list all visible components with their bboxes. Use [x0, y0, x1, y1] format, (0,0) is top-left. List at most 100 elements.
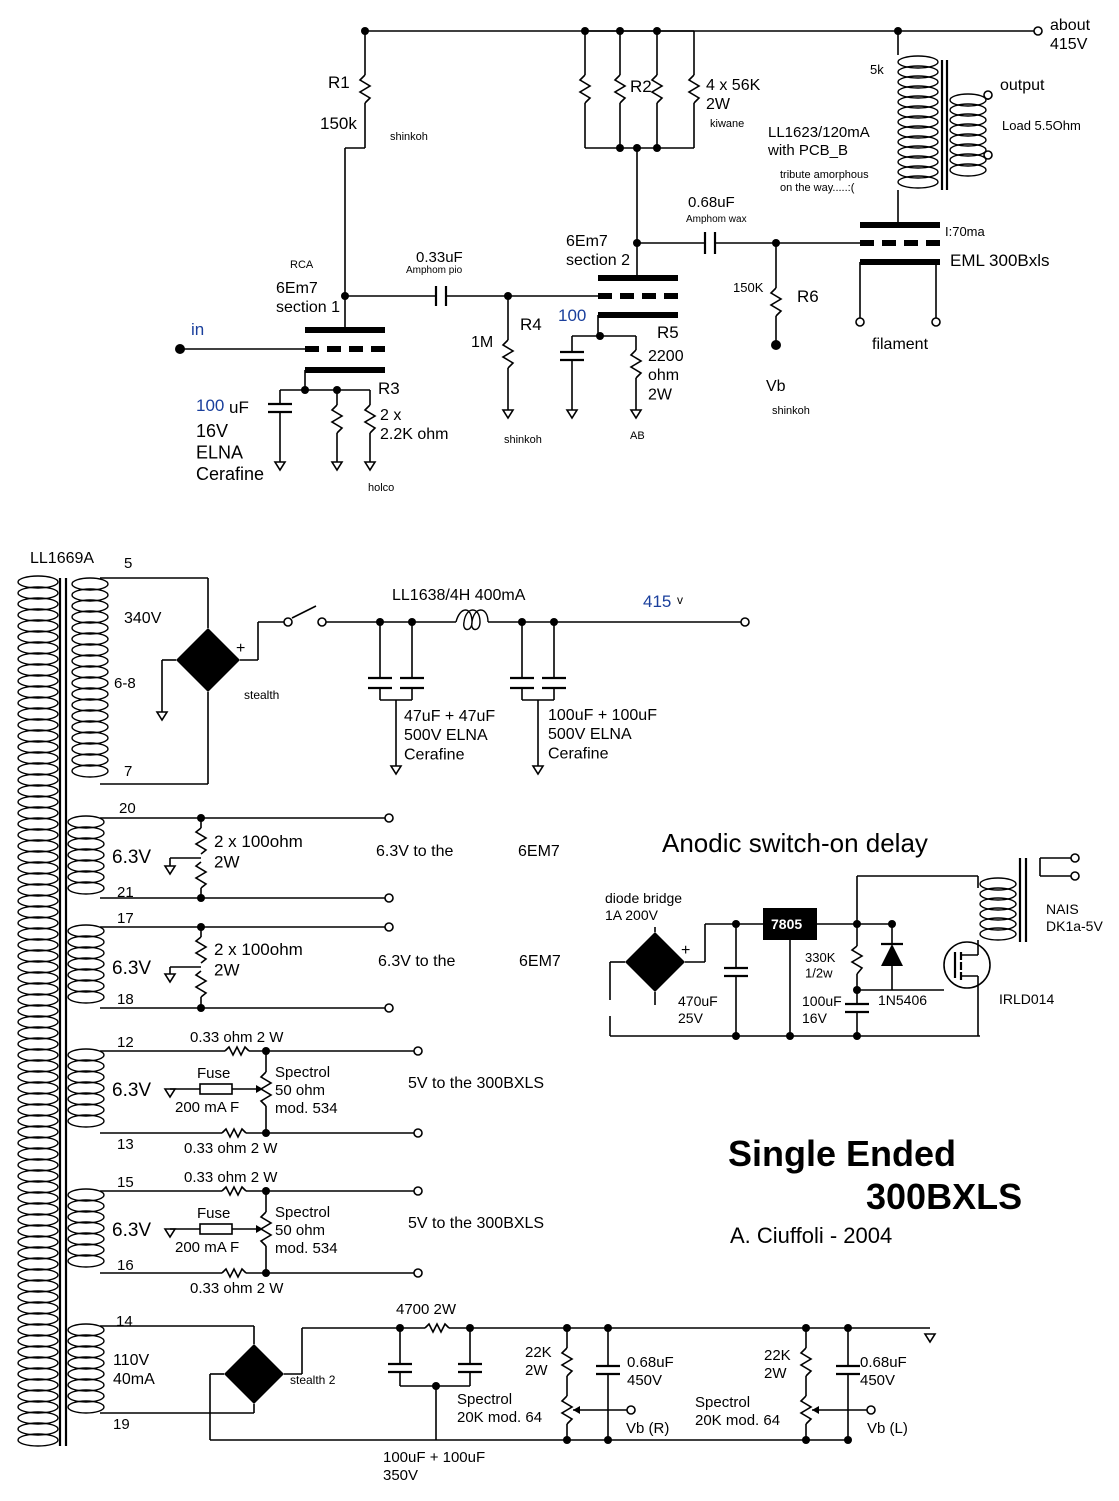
- coil-turn: [71, 698, 109, 712]
- coil-turn: [67, 1356, 105, 1370]
- r4-ref-label: R4: [520, 315, 542, 334]
- coil-turn: [979, 877, 1017, 891]
- coil-turn: [71, 753, 109, 767]
- coil-turn: [17, 663, 59, 677]
- coil-turn: [17, 850, 59, 864]
- r1-ref-label: R1: [328, 73, 350, 92]
- coil-turn: [17, 883, 59, 897]
- v1-brand-label: RCA: [290, 259, 314, 271]
- coil-turn: [17, 1026, 59, 1040]
- delay-bridge-rectifier: [625, 932, 685, 992]
- coil-turn: [979, 917, 1017, 931]
- coil-turn: [17, 740, 59, 754]
- coil-turn: [17, 1147, 59, 1161]
- bias-bridge-rectifier: [224, 1344, 284, 1404]
- f1-pin-bottom: 13: [117, 1136, 134, 1153]
- hv-voltage: 340V: [124, 610, 162, 627]
- coil-turn: [67, 1232, 105, 1246]
- coil-turn: [17, 1125, 59, 1139]
- coil-turn: [17, 718, 59, 732]
- coil-turn: [17, 1136, 59, 1150]
- coil-turn: [67, 848, 105, 862]
- coil-turn: [67, 826, 105, 840]
- r6-bias-label: Vb: [766, 378, 786, 395]
- coil-turn: [17, 916, 59, 930]
- coil-turn: [71, 665, 109, 679]
- coil-turn: [17, 1103, 59, 1117]
- coil-turn: [17, 1213, 59, 1227]
- coil-turn: [17, 971, 59, 985]
- coil-turn: [71, 632, 109, 646]
- coil-turn: [67, 815, 105, 829]
- hv-bridge-rectifier: [176, 628, 240, 692]
- f1-dest: 5V to the 300BXLS: [408, 1075, 544, 1092]
- r3-ref-label: R3: [378, 379, 400, 398]
- hv-pin-bottom: 7: [124, 763, 132, 780]
- diode-label: 1N5406: [878, 992, 927, 1008]
- r2-brand-label: kiwane: [710, 118, 744, 130]
- coil-turn: [67, 1378, 105, 1392]
- coil-turn: [17, 1059, 59, 1073]
- coil-turn: [17, 1004, 59, 1018]
- input-label: in: [191, 320, 204, 339]
- filament2-secondary-coil: [67, 1188, 105, 1268]
- c-k1-value: 100: [196, 396, 224, 415]
- coil-turn: [67, 1367, 105, 1381]
- out-tube-label: EML 300Bxls: [950, 251, 1050, 270]
- f2-pin-top: 15: [117, 1174, 134, 1191]
- f2-res-top: 0.33 ohm 2 W: [184, 1169, 278, 1186]
- coil-turn: [17, 1312, 59, 1326]
- bias-pin-bottom: 19: [113, 1416, 130, 1433]
- coil-turn: [17, 685, 59, 699]
- coil-turn: [67, 1243, 105, 1257]
- title-line2: 300BXLS: [866, 1176, 1022, 1217]
- coil-turn: [17, 795, 59, 809]
- heater2-secondary-coil: [67, 924, 105, 1004]
- coil-turn: [67, 1389, 105, 1403]
- coil-turn: [67, 1081, 105, 1095]
- coil-turn: [17, 1257, 59, 1271]
- r3-brand-label: holco: [368, 482, 394, 494]
- hv-pin-mid: 6-8: [114, 675, 136, 692]
- r5-ref-label: R5: [657, 323, 679, 342]
- coil-turn: [17, 1290, 59, 1304]
- h1-pin-top: 20: [119, 800, 136, 817]
- h1-tube: 6EM7: [518, 843, 560, 860]
- h2-tube: 6EM7: [519, 953, 561, 970]
- h1-voltage: 6.3V: [112, 847, 151, 868]
- out-tube-filament-label: filament: [872, 336, 929, 353]
- coil-turn: [17, 1037, 59, 1051]
- coil-turn: [71, 588, 109, 602]
- hv-out-value: 415: [643, 592, 671, 611]
- coupling-cap2-brand: Amphom wax: [686, 214, 747, 225]
- coil-turn: [67, 1059, 105, 1073]
- coil-turn: [17, 1092, 59, 1106]
- coil-turn: [17, 1191, 59, 1205]
- h1-pin-bottom: 21: [117, 884, 134, 901]
- coil-turn: [17, 1422, 59, 1436]
- coil-turn: [67, 1221, 105, 1235]
- coil-turn: [17, 1334, 59, 1348]
- delay-bridge-plus: +: [681, 942, 690, 959]
- coil-turn: [67, 837, 105, 851]
- coil-turn: [17, 619, 59, 633]
- coil-turn: [67, 935, 105, 949]
- coil-turn: [71, 709, 109, 723]
- coil-turn: [17, 993, 59, 1007]
- coil-turn: [17, 1081, 59, 1095]
- coil-turn: [17, 806, 59, 820]
- coil-turn: [17, 905, 59, 919]
- f2-dest: 5V to the 300BXLS: [408, 1215, 544, 1232]
- coil-turn: [17, 1433, 59, 1447]
- coil-turn: [67, 1092, 105, 1106]
